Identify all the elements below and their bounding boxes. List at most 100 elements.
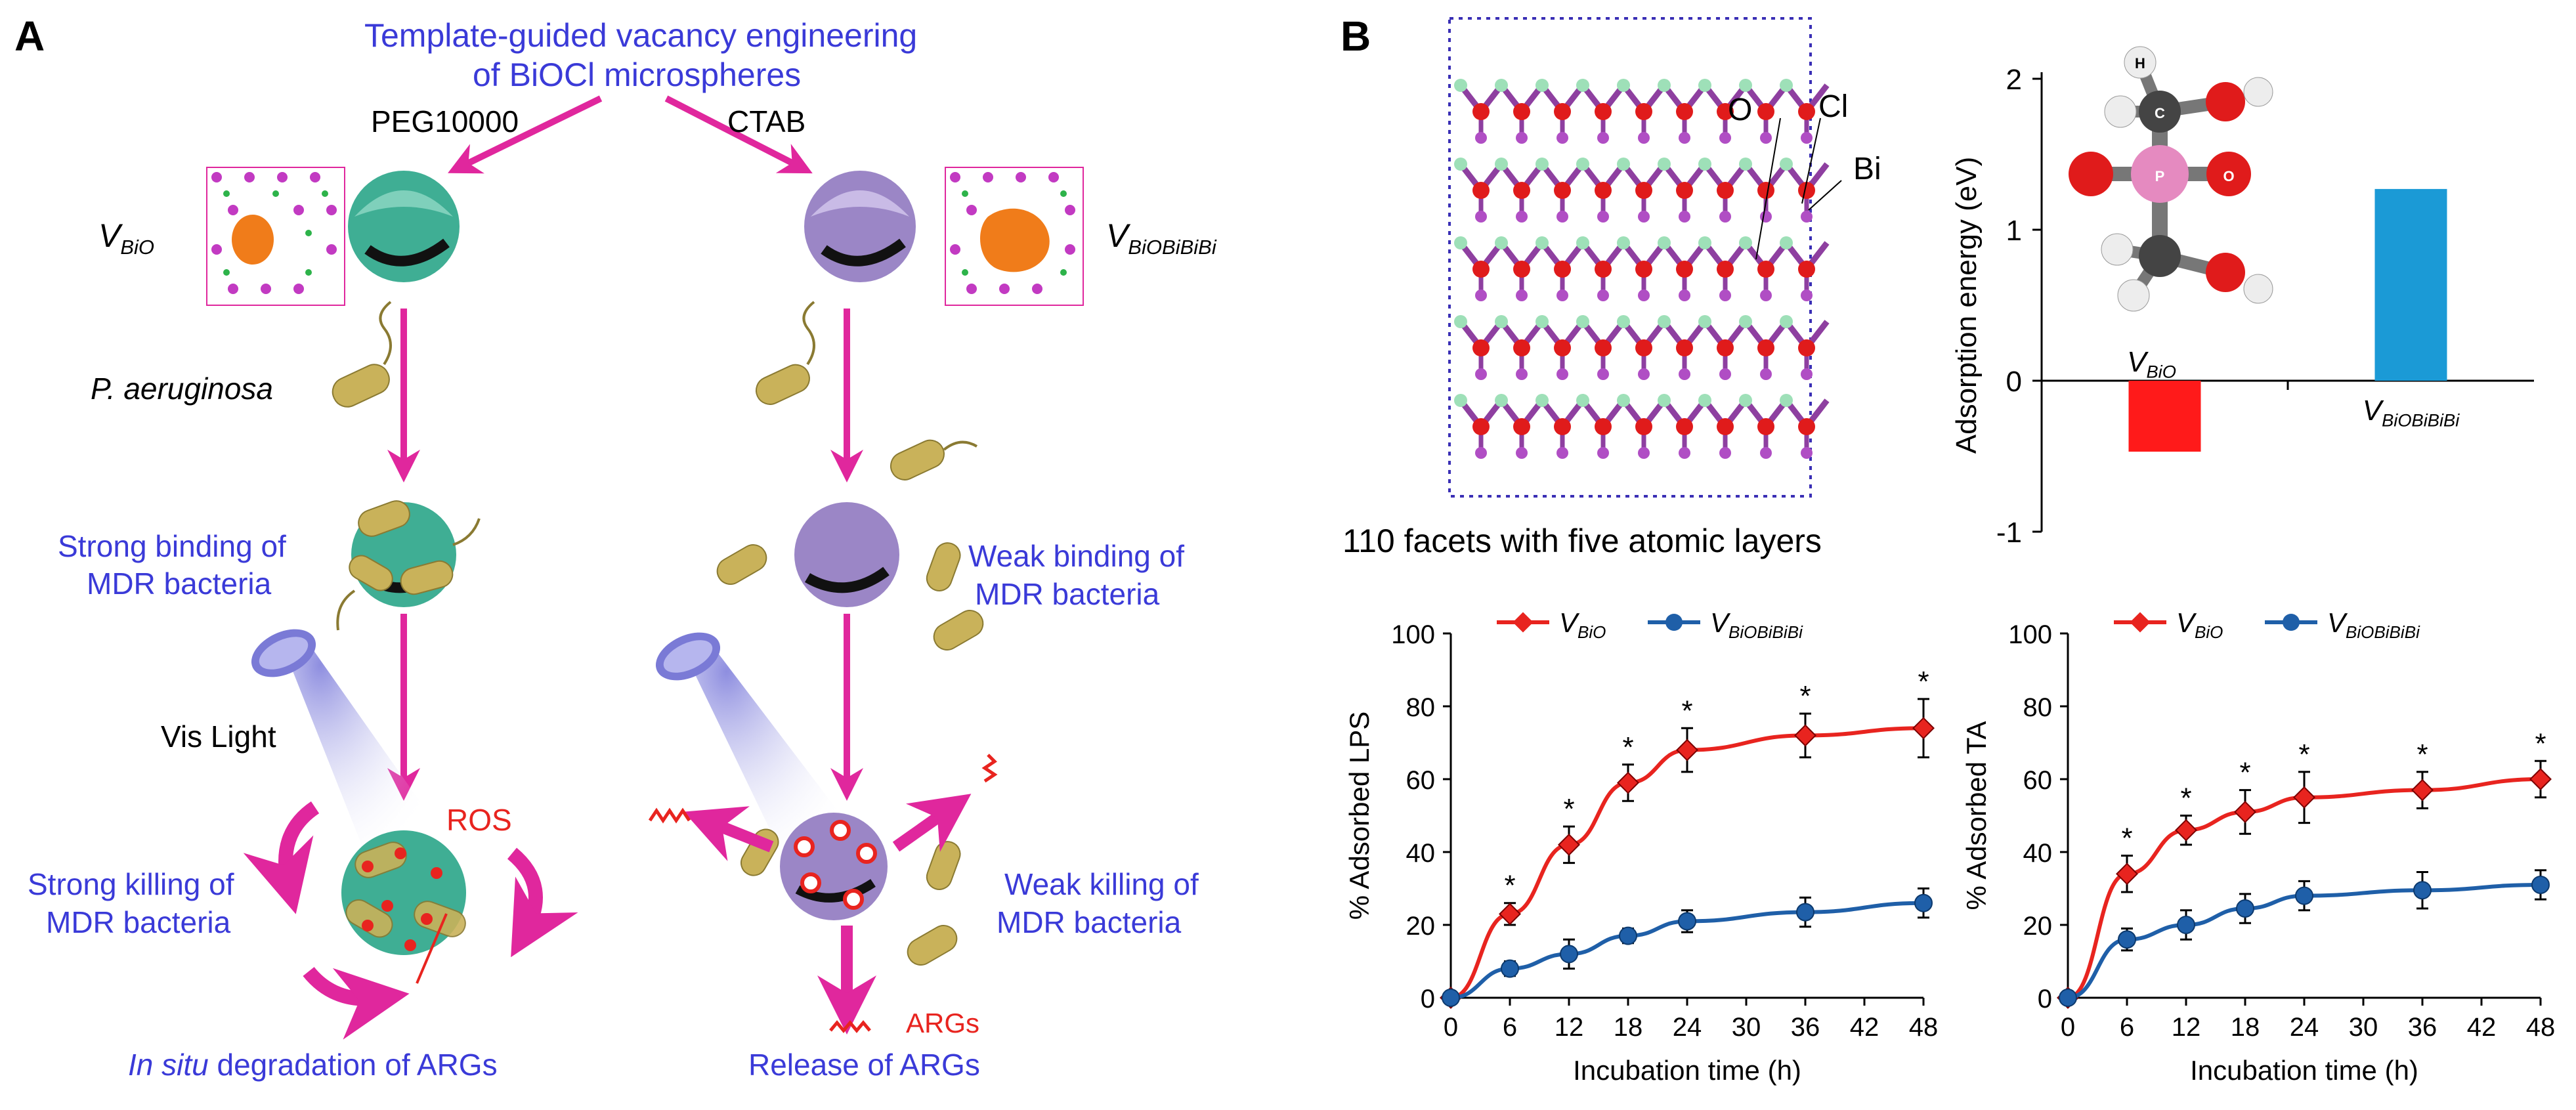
significance-star: * — [1918, 666, 1929, 698]
legend-label: VBiO — [2176, 607, 2223, 642]
bar — [2128, 381, 2201, 452]
weak-binding-1: Weak binding of — [968, 539, 1185, 573]
x-tick-label: 36 — [1791, 1013, 1820, 1042]
vacancy-vbio: VBiO — [98, 217, 155, 259]
data-point — [1442, 989, 1460, 1007]
y-axis-title: % Adsorbed LPS — [1344, 712, 1375, 920]
ros-label: ROS — [446, 803, 512, 837]
bacteria-right — [755, 364, 945, 480]
significance-star: * — [1504, 870, 1515, 902]
panel-b-letter: B — [1341, 12, 1371, 60]
data-point — [2059, 989, 2077, 1007]
bacteria-left — [332, 364, 390, 408]
data-point — [2234, 800, 2256, 823]
y-tick-label: 0 — [1421, 985, 1435, 1014]
x-tick-label: 18 — [1614, 1013, 1643, 1042]
strong-binding-2: MDR bacteria — [87, 566, 272, 601]
x-axis-title: Incubation time (h) — [2190, 1055, 2418, 1086]
light-left — [251, 629, 433, 860]
data-point — [2531, 875, 2550, 894]
atomic-structure — [1448, 17, 1842, 498]
crystal-vbio — [206, 167, 345, 306]
x-tick-label: 0 — [1444, 1013, 1458, 1042]
significance-star: * — [2535, 727, 2546, 759]
panel-a-figure — [206, 95, 1084, 1040]
significance-star: * — [1563, 793, 1574, 825]
weak-killing-2: MDR bacteria — [997, 905, 1182, 939]
data-point — [2529, 768, 2552, 790]
molecule-atom-label: C — [2155, 105, 2165, 121]
legend-marker — [1665, 614, 1683, 631]
data-point — [2116, 863, 2138, 886]
molecule-inset: H C P O — [2069, 46, 2273, 312]
structure-caption: 110 facets with five atomic layers — [1342, 523, 1822, 559]
significance-star: * — [1799, 680, 1811, 712]
killing-left — [243, 801, 578, 1040]
y-axis-title: Adsorption energy (eV) — [1950, 157, 1983, 454]
panel-a-title-1: Template-guided vacancy engineering — [364, 17, 918, 54]
killing-right — [648, 754, 998, 1035]
data-point — [2177, 916, 2195, 934]
crystal-vbiobibibi — [945, 167, 1084, 306]
data-point — [2118, 930, 2136, 949]
x-tick-label: 12 — [2172, 1013, 2201, 1042]
data-point — [2413, 881, 2432, 900]
x-tick-label: 42 — [2467, 1013, 2497, 1042]
y-axis-title: % Adsorbed TA — [1961, 721, 1992, 910]
template-ctab: CTAB — [727, 104, 806, 139]
vacancy-vbiobibibi: VBiOBiBiBi — [1106, 217, 1216, 259]
y-tick-label: 40 — [1406, 839, 1436, 868]
arrow-to-ctab — [664, 95, 813, 174]
y-tick-label: 2 — [2006, 64, 2022, 96]
x-tick-label: 24 — [2290, 1013, 2319, 1042]
x-tick-label: 18 — [2231, 1013, 2260, 1042]
y-tick-label: 60 — [1406, 766, 1436, 795]
molecule-atom-label: H — [2135, 55, 2145, 72]
data-point — [2236, 899, 2254, 918]
y-tick-label: 20 — [2023, 912, 2053, 941]
strong-killing-1: Strong killing of — [28, 867, 234, 901]
molecule-atom-label: P — [2155, 168, 2165, 184]
release-label: Release of ARGs — [748, 1048, 980, 1082]
atom-label-cl: Cl — [1818, 89, 1849, 124]
x-tick-label: 48 — [2526, 1013, 2556, 1042]
data-point — [2175, 819, 2197, 842]
x-tick-label: 6 — [2120, 1013, 2134, 1042]
data-point — [2293, 786, 2315, 809]
legend-marker — [2283, 614, 2300, 631]
vis-light-label: Vis Light — [161, 719, 276, 754]
y-tick-label: 60 — [2023, 766, 2053, 795]
y-tick-label: 0 — [2006, 366, 2022, 398]
legend-label: VBiO — [1559, 607, 1606, 642]
template-peg: PEG10000 — [371, 104, 519, 139]
strong-killing-2: MDR bacteria — [46, 905, 231, 939]
x-tick-label: 42 — [1850, 1013, 1879, 1042]
molecule-atom-label: O — [2223, 168, 2234, 184]
x-axis-title: Incubation time (h) — [1573, 1055, 1801, 1086]
bacterium-label: P. aeruginosa — [91, 372, 273, 406]
significance-star: * — [2298, 738, 2309, 771]
light-right — [655, 632, 850, 866]
significance-star: * — [2180, 782, 2191, 815]
category-label: VBiO — [2127, 346, 2176, 382]
particle-purple-binding — [716, 502, 984, 651]
particle-teal-binding — [336, 500, 481, 631]
data-point — [1619, 926, 1637, 945]
x-tick-label: 6 — [1503, 1013, 1517, 1042]
significance-star: * — [1622, 731, 1633, 763]
significance-star: * — [2121, 822, 2132, 855]
data-point — [2295, 886, 2313, 905]
data-point — [2411, 779, 2434, 801]
x-tick-label: 30 — [2349, 1013, 2378, 1042]
panel-a-letter: A — [14, 12, 45, 60]
data-point — [1499, 903, 1521, 926]
x-tick-label: 48 — [1909, 1013, 1939, 1042]
arrow-to-peg — [448, 95, 603, 174]
legend-marker — [2130, 612, 2151, 633]
y-tick-label: 80 — [2023, 693, 2053, 722]
data-point — [1617, 771, 1639, 794]
